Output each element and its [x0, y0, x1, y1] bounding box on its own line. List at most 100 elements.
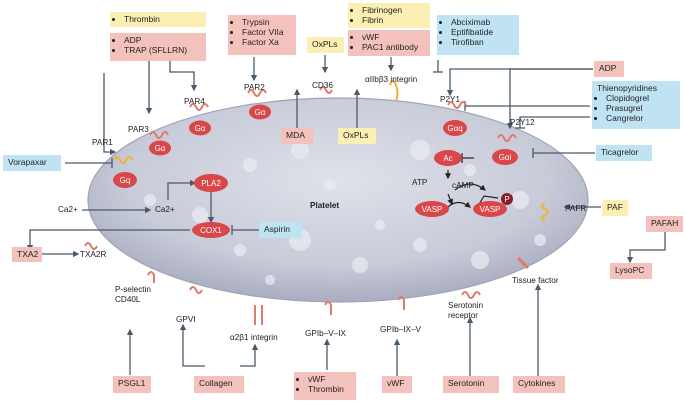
lysopc-text: LysoPC	[615, 265, 645, 275]
platelet-membrane	[87, 97, 589, 303]
txa2r-label: TXA2R	[80, 250, 106, 259]
cox1-label: COX1	[200, 226, 222, 235]
fibrinogen-box: Fibrinogen Fibrin	[348, 3, 430, 28]
par3-label: PAR3	[128, 125, 149, 134]
serotonin-text: Serotonin	[448, 378, 485, 388]
trypsin-item: Trypsin	[242, 17, 291, 27]
receptors	[84, 80, 549, 325]
aspirin-text: Aspirin	[264, 224, 290, 234]
adp-right-box: ADP	[594, 61, 624, 77]
ca-outside-label: Ca2+	[58, 205, 78, 214]
aspirin-box: Aspirin	[259, 222, 302, 238]
p2y1-receptor	[447, 101, 467, 109]
ac-node	[434, 150, 462, 166]
oxpls-top-text: OxPLs	[312, 39, 338, 49]
vorapaxar-text: Vorapaxar	[8, 157, 47, 167]
txa2-box: TXA2	[12, 247, 42, 262]
ca-inside-label: Ca2+	[155, 205, 175, 214]
gq-node	[113, 172, 137, 188]
vwf-box: vWF	[382, 376, 412, 393]
signal-arrows	[26, 55, 666, 376]
ga-par4-node	[189, 120, 211, 136]
phosphate-label: P	[504, 195, 509, 204]
vorapaxar-box: Vorapaxar	[3, 155, 61, 171]
gpib-v-ix-label: GPIb–V–IX	[305, 329, 347, 338]
cd40l-label: CD40L	[115, 295, 141, 304]
prasugrel-item: Prasugrel	[606, 103, 675, 113]
diagram-labels: PAR1 PAR3 PAR4 PAR2 CD36 αIIbβ3 integrin…	[58, 75, 586, 342]
ga-par3-label: Gα	[155, 144, 166, 153]
psgl1-text: PSGL1	[118, 378, 146, 388]
vasp-node-1	[415, 201, 449, 217]
integrin-label: αIIbβ3 integrin	[365, 75, 418, 84]
oxpls-top-box: OxPLs	[307, 37, 344, 53]
gi-label: Gαi	[499, 153, 512, 162]
p2y1-label: P2Y1	[440, 95, 460, 104]
abciximab-item: Abciximab	[451, 17, 514, 27]
ga-par4-label: Gα	[195, 124, 206, 133]
ticagrelor-box: Ticagrelor	[596, 145, 652, 161]
pafr-label: PAFR	[565, 204, 586, 213]
thienopyridines-box: Thienopyridines Clopidogrel Prasugrel Ca…	[592, 81, 680, 129]
eptifibatide-item: Eptifibatide	[451, 27, 514, 37]
pselectin-receptor	[147, 271, 155, 283]
par2-label: PAR2	[244, 83, 265, 92]
factor-xa-item: Factor Xa	[242, 37, 291, 47]
oxpls-mid-text: OxPLs	[343, 130, 369, 140]
gq-p2y1-label: Gαq	[447, 124, 462, 133]
vasp-label-2: VASP	[480, 205, 501, 214]
pla2-node	[194, 174, 228, 192]
ga-par2-label: Gα	[255, 108, 266, 117]
a2b1-receptor	[254, 305, 263, 325]
txa2-text: TXA2	[17, 249, 39, 259]
mda-box: MDA	[281, 128, 313, 144]
ac-label: Ac	[443, 154, 452, 163]
paf-box: PAF	[602, 200, 628, 216]
cd36-receptor	[319, 86, 333, 94]
camp-label: cAMP	[452, 181, 474, 190]
a2b1-label: α2β1 integrin	[230, 333, 278, 342]
cd36-label: CD36	[312, 81, 333, 90]
vasp-node-2	[473, 201, 507, 217]
trypsin-box: Trypsin Factor VIIa Factor Xa	[228, 15, 296, 55]
cytokines-box: Cytokines	[513, 376, 565, 393]
vwf-item: vWF	[362, 32, 425, 42]
adp-trap-box: ADP TRAP (SFLLRN)	[110, 33, 206, 61]
atp-label: ATP	[412, 178, 428, 187]
gpib-ix-v-label: GPIb–IX–V	[380, 325, 422, 334]
gpvi-receptor	[189, 286, 203, 294]
fibrinogen-item: Fibrinogen	[362, 5, 425, 15]
vwf-text: vWF	[387, 378, 405, 388]
psgl1-box: PSGL1	[113, 376, 151, 393]
p2y12-label: P2Y12	[510, 118, 535, 127]
pla2-label: PLA2	[201, 179, 221, 188]
pafr-receptor	[541, 202, 549, 222]
thrombin-item: Thrombin	[124, 14, 201, 24]
abciximab-box: Abciximab Eptifibatide Tirofiban	[437, 15, 519, 55]
tirofiban-item: Tirofiban	[451, 37, 514, 47]
vwf-thrombin-box: vWF Thrombin	[294, 372, 356, 400]
adp-item: ADP	[124, 35, 201, 45]
paf-text: PAF	[607, 202, 623, 212]
serotonin-receptor	[461, 291, 481, 299]
par1-label: PAR1	[92, 138, 113, 147]
oxpls-mid-box: OxPLs	[338, 128, 376, 144]
phosphate-node	[501, 193, 513, 205]
gq-label: Gq	[120, 176, 131, 185]
clopidogrel-item: Clopidogrel	[606, 93, 675, 103]
cangrelor-item: Cangrelor	[606, 113, 675, 123]
platelet-label: Platelet	[310, 201, 339, 210]
ga-par3-node	[149, 140, 171, 156]
cox1-node	[192, 222, 230, 238]
vwf-bottom-item: vWF	[308, 374, 351, 384]
par4-receptor	[189, 103, 209, 111]
par2-receptor	[247, 89, 267, 97]
lysopc-box: LysoPC	[610, 263, 652, 279]
signaling-nodes: Gq Gα Gα Gα Gαq Gαi PLA2 COX1 Ac VASP VA…	[113, 104, 518, 238]
gpib-ix-v-receptor	[397, 296, 405, 310]
pselectin-label: P-selectin	[115, 285, 151, 294]
integrin-receptor	[389, 80, 399, 102]
platelet-granules	[144, 129, 546, 285]
